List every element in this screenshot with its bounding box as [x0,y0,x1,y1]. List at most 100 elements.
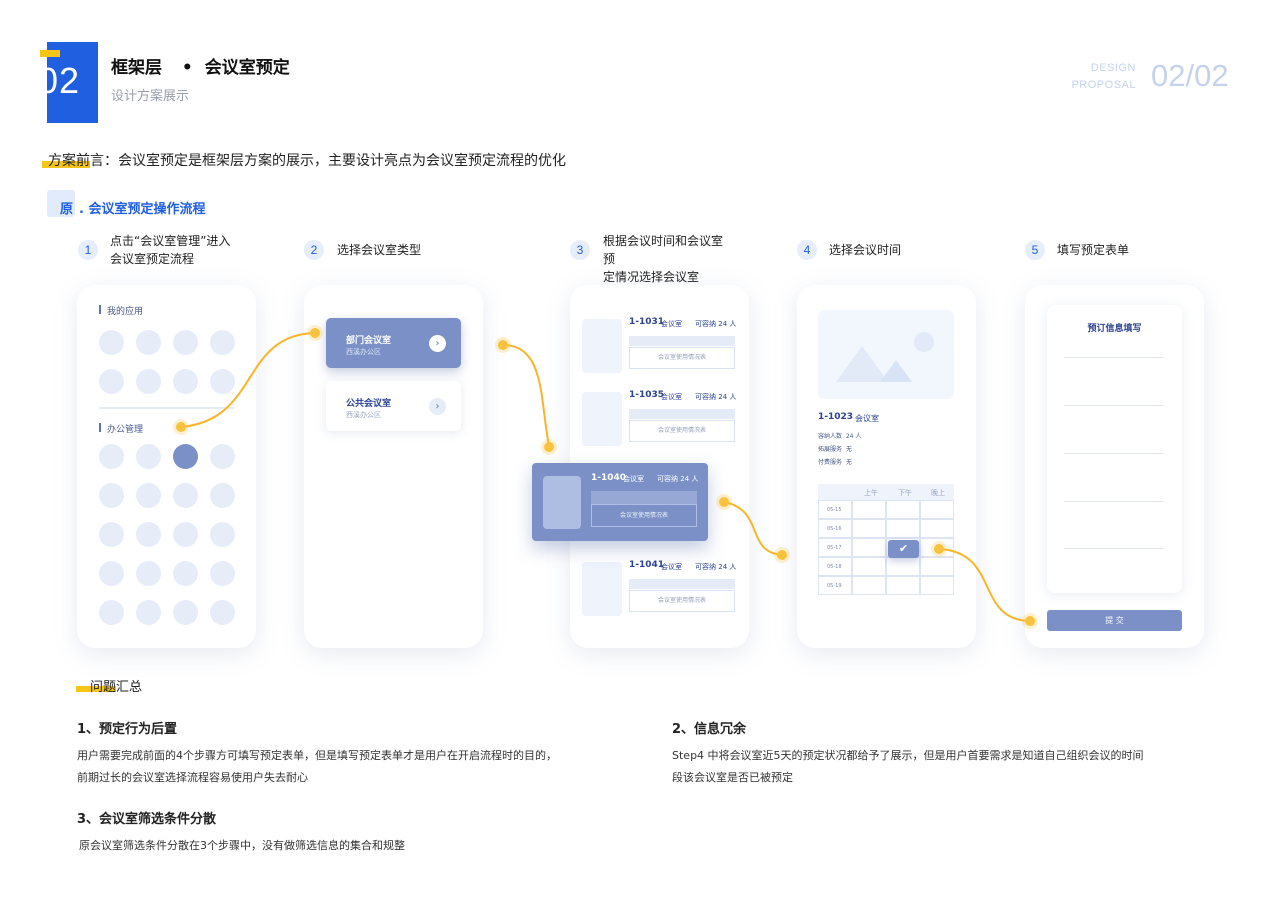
time-slot-cell[interactable] [920,557,954,576]
app-icon[interactable] [136,483,161,508]
phone-time-select: 1-1023 会议室 容纳人数 24 人 拓展服务 无 付费服务 无 上午 下午… [797,285,976,648]
step-2-label: 选择会议室类型 [337,243,422,257]
issue-2-title: 2、信息冗余 [672,722,747,737]
time-slot-cell[interactable] [852,519,886,538]
app-icon[interactable] [210,444,235,469]
step-4-number: 4 [797,240,817,260]
app-icon[interactable] [99,483,124,508]
app-icon[interactable] [136,561,161,586]
form-field[interactable] [1064,357,1164,358]
room-details: 容纳人数 24 人 拓展服务 无 付费服务 无 [818,433,862,466]
app-icon[interactable] [99,600,124,625]
app-icon[interactable] [210,600,235,625]
room-thumbnail [582,392,622,446]
section-box [47,190,75,217]
connector-dot [310,328,320,338]
form-field[interactable] [1064,548,1164,549]
app-icon[interactable] [173,522,198,547]
app-icon[interactable] [173,369,198,394]
app-icon[interactable] [136,600,161,625]
usage-table-link[interactable]: 会议室使用情况表 [591,504,697,527]
usage-table-link[interactable]: 会议室使用情况表 [629,590,735,612]
app-icon[interactable] [173,483,198,508]
time-slot-cell[interactable] [852,576,886,595]
badge-number: 02 [38,60,81,101]
step-5-number: 5 [1025,240,1045,260]
issue-3-body: 原会议室筛选条件分散在3个步骤中，没有做筛选信息的集合和规整 [79,839,405,852]
section-title: 原. 会议室预定操作流程 [60,202,206,217]
step-3-number: 3 [570,240,590,260]
form-field[interactable] [1064,453,1164,454]
step-1-number: 1 [78,240,98,260]
office-heading: 办公管理 [107,425,144,435]
my-apps-heading: 我的应用 [107,307,144,317]
time-slot-cell[interactable] [886,500,920,519]
connector-dot [777,550,787,560]
intro-highlight [42,161,90,168]
room-card-1040-selected[interactable]: 1-1040 会议室 可容纳 24 人 会议室使用情况表 [532,463,708,541]
check-icon[interactable]: ✔ [888,540,919,558]
form-field[interactable] [1064,501,1164,502]
time-slot-cell[interactable] [920,519,954,538]
dept-room-button[interactable]: 部门会议室 西溪办公区 › [326,318,461,368]
room-label: 会议室 [855,414,879,423]
submit-button[interactable]: 提 交 [1047,610,1182,631]
connector-dot [544,442,554,452]
usage-table-link[interactable]: 会议室使用情况表 [629,347,735,369]
issue-3-title: 3、会议室筛选条件分散 [77,812,217,827]
date-cell: 05-15 [818,500,852,519]
app-icon[interactable] [210,522,235,547]
time-slot-cell[interactable] [886,519,920,538]
time-slot-cell[interactable] [920,538,954,557]
app-icon[interactable] [210,483,235,508]
app-icon[interactable] [99,561,124,586]
room-thumbnail [582,319,622,373]
app-icon[interactable] [136,330,161,355]
form-title: 预订信息填写 [1087,324,1142,334]
issue-1-title: 1、预定行为后置 [77,722,178,737]
app-icon[interactable] [136,522,161,547]
usage-table-link[interactable]: 会议室使用情况表 [629,420,735,442]
app-icon[interactable] [210,330,235,355]
chevron-right-icon: › [429,335,446,352]
app-icon[interactable] [99,330,124,355]
time-slot-cell[interactable] [886,576,920,595]
app-icon[interactable] [136,369,161,394]
time-slot-cell[interactable] [920,576,954,595]
page-indicator: 02/02 [1151,58,1229,93]
room-image-placeholder [818,310,954,399]
app-icon[interactable] [210,561,235,586]
time-slot-cell[interactable] [852,538,886,557]
app-icon[interactable] [210,369,235,394]
public-room-button[interactable]: 公共会议室 西溪办公区 › [326,381,461,431]
app-icon[interactable] [99,444,124,469]
issue-1-body: 用户需要完成前面的4个步骤方可填写预定表单，但是填写预定表单才是用户在开启流程时… [77,749,557,784]
step-5-label: 填写预定表单 [1057,243,1130,257]
issues-heading: 问题汇总 [90,680,143,695]
phone-booking-form: 预订信息填写 提 交 [1025,285,1204,648]
divider [99,407,234,409]
app-icon[interactable] [99,522,124,547]
time-slot-cell[interactable] [920,500,954,519]
app-icon[interactable] [173,330,198,355]
app-icon[interactable] [173,600,198,625]
app-icon[interactable] [136,444,161,469]
room-id: 1-1023 [818,412,854,422]
form-field[interactable] [1064,405,1164,406]
time-slot-cell[interactable] [852,557,886,576]
phone-room-type: 部门会议室 西溪办公区 › 公共会议室 西溪办公区 › [304,285,483,648]
issue-2-body: Step4 中将会议室近5天的预定状况都给予了展示，但是用户首要需求是知道自己组… [672,749,1144,784]
image-icon [836,332,934,382]
app-icon-meeting-room[interactable] [173,444,198,469]
app-icon[interactable] [173,561,198,586]
app-icon[interactable] [99,369,124,394]
step-1-label: 点击“会议室管理”进入会议室预定流程 [110,234,231,266]
time-slot-cell[interactable] [852,500,886,519]
issues-highlight [76,686,116,692]
badge-accent [40,50,60,57]
page-subtitle: 设计方案展示 [111,89,190,104]
page-title: 框架层 • 会议室预定 [111,58,290,78]
connector-dot [498,340,508,350]
connector-dot [719,497,729,507]
